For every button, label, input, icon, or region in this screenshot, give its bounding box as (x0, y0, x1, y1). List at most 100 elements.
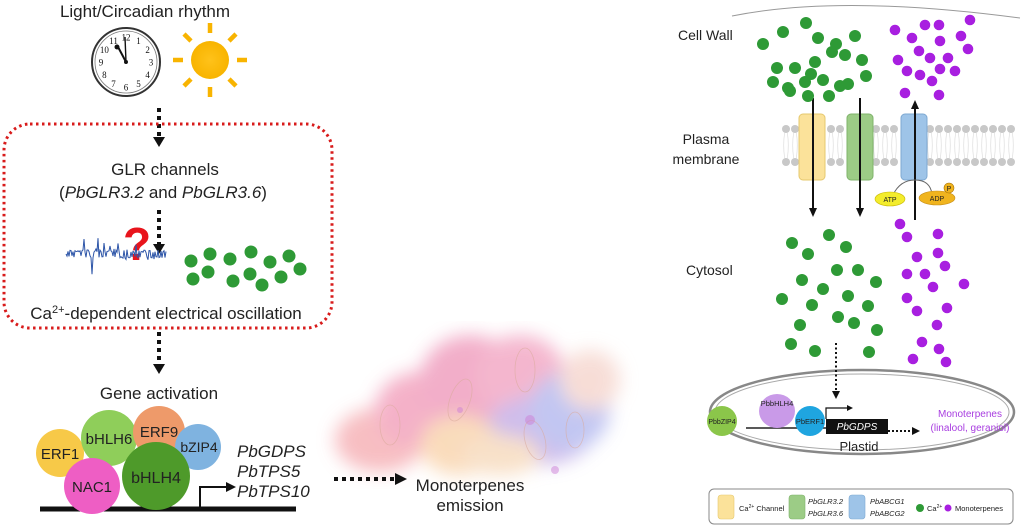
calcium-ion (771, 62, 783, 74)
monoterpene-molecule (913, 45, 925, 57)
tf-bzip4: bZIP4 (175, 424, 221, 470)
calcium-ion (757, 38, 769, 50)
calcium-ion (255, 278, 269, 292)
pbbzip4-label: PbbZIP4 (708, 419, 735, 426)
lipid-head (890, 158, 898, 166)
tf-erf1: ERF1 (36, 429, 84, 477)
product-label-1: Monoterpenes (938, 409, 1002, 420)
calcium-ion (782, 82, 794, 94)
lipid-head (953, 125, 961, 133)
target-gene-pbtps5: PbTPS5 (237, 462, 301, 481)
clock-numeral: 11 (109, 36, 118, 46)
arrowhead-icon (856, 208, 864, 217)
monoterpene-molecule (926, 75, 938, 87)
lipid-head (980, 158, 988, 166)
legend-monoterpene-dot (944, 504, 952, 512)
arrowhead-icon (911, 100, 919, 109)
label-cytosol: Cytosol (686, 262, 733, 278)
legend: Ca2+ Channel PbGLR3.2 PbGLR3.6 PbABCG1 P… (708, 488, 1014, 525)
calcium-ion (870, 276, 882, 288)
calcium-ion (226, 274, 240, 288)
monoterpene-molecule (939, 260, 951, 272)
svg-text:NAC1: NAC1 (72, 479, 112, 496)
lipid-head (791, 158, 799, 166)
arrowhead-icon (809, 208, 817, 217)
lipid-tail (927, 132, 933, 159)
calcium-ion (823, 229, 835, 241)
svg-text:bHLH6: bHLH6 (86, 431, 133, 448)
clock-numeral: 9 (99, 58, 104, 68)
monoterpene-molecule (934, 35, 946, 47)
calcium-ion (263, 255, 277, 269)
calcium-ion (832, 311, 844, 323)
sun-icon (173, 23, 247, 97)
lipid-head (953, 158, 961, 166)
arrowhead-icon (832, 391, 840, 399)
calcium-ion (184, 254, 198, 268)
calcium-ion (777, 26, 789, 38)
lipid-head (989, 158, 997, 166)
lipid-head (872, 125, 880, 133)
clock-numeral: 2 (145, 45, 150, 55)
emission-label-line1: Monoterpenes (416, 476, 525, 495)
lipid-head (827, 158, 835, 166)
lipid-head (944, 125, 952, 133)
monoterpene-molecule (932, 228, 944, 240)
calcium-ion (802, 90, 814, 102)
lipid-head (998, 158, 1006, 166)
adp-blob (918, 190, 956, 206)
svg-text:bHLH4: bHLH4 (131, 470, 181, 487)
lipid-head (971, 125, 979, 133)
arrowhead-icon (395, 473, 407, 485)
legend-label-glr-2: PbGLR3.6 (808, 509, 844, 518)
floral-scent-cloud (335, 335, 620, 475)
monoterpene-molecule (924, 52, 936, 64)
lipid-tail (954, 132, 960, 159)
tf-bhlh6: bHLH6 (81, 410, 137, 466)
monoterpene-molecule (934, 63, 946, 75)
lipid-head (926, 125, 934, 133)
calcium-ion (786, 237, 798, 249)
calcium-ion (831, 264, 843, 276)
monoterpene-molecule (964, 14, 976, 26)
monoterpene-molecule (914, 69, 926, 81)
calcium-ion (785, 338, 797, 350)
calcium-ion (800, 17, 812, 29)
lipid-bilayer (782, 125, 1015, 166)
calcium-ion (806, 299, 818, 311)
tf-bhlh6-blob (81, 410, 137, 466)
clock-numeral: 10 (100, 45, 110, 55)
clock-numeral: 8 (102, 70, 107, 80)
oscillation-label: Ca2+-dependent electrical oscillation (30, 304, 301, 323)
tf-nac1: NAC1 (64, 458, 120, 514)
monoterpene-molecule (932, 247, 944, 259)
legend-label-ca-channel: Ca2+ Channel (739, 504, 785, 513)
glr-title: GLR channels (111, 160, 219, 179)
calcium-ion (789, 62, 801, 74)
lipid-head (926, 158, 934, 166)
lipid-head (890, 125, 898, 133)
clock-numeral: 7 (111, 79, 116, 89)
label-cell-wall: Cell Wall (678, 27, 733, 43)
target-gene-pbgdps: PbGDPS (237, 442, 307, 461)
monoterpene-molecule (901, 268, 913, 280)
calcium-ion (201, 265, 215, 279)
lipid-tail (936, 132, 942, 159)
monoterpene-molecule (931, 319, 943, 331)
monoterpene-molecule (919, 268, 931, 280)
clock-numeral: 5 (136, 79, 141, 89)
calcium-ion (802, 248, 814, 260)
svg-text:bZIP4: bZIP4 (180, 439, 218, 455)
monoterpene-molecule (958, 278, 970, 290)
svg-text:ERF9: ERF9 (140, 424, 178, 441)
lipid-head (782, 125, 790, 133)
lipid-head (782, 158, 790, 166)
calcium-ion (860, 70, 872, 82)
calcium-ion (842, 290, 854, 302)
ion-dots-right (757, 14, 976, 402)
monoterpene-molecule (892, 54, 904, 66)
clock-numeral: 6 (124, 83, 129, 93)
arrowhead-icon (153, 244, 165, 254)
